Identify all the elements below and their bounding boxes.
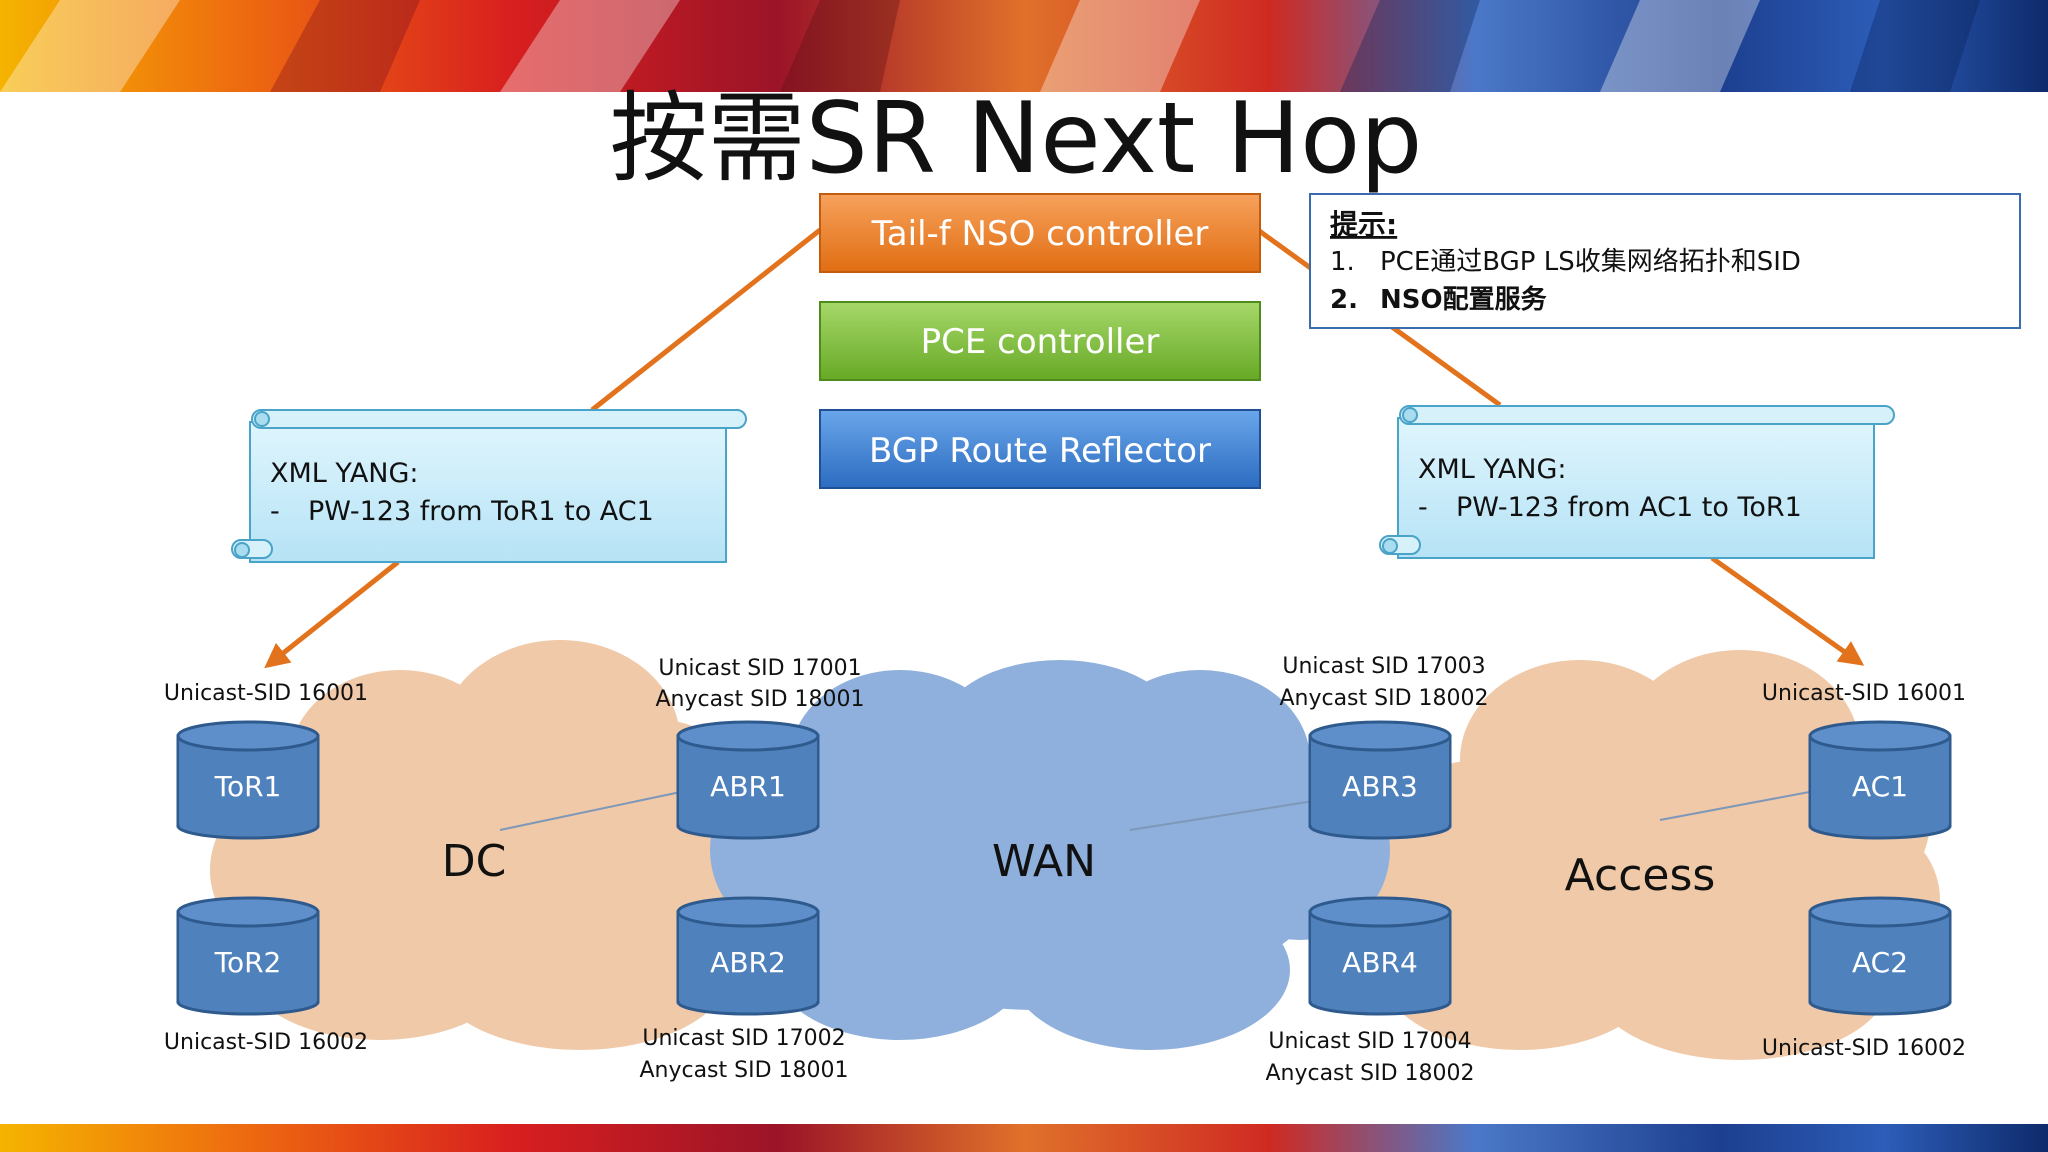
cloud-dc-label: DC — [442, 836, 507, 887]
router-tor2[interactable]: ToR2 — [176, 896, 320, 1016]
node-links — [499, 789, 1821, 831]
sid-abr2-anycast: Anycast SID 18001 — [639, 1058, 848, 1083]
hint-heading: 提示: — [1330, 208, 1397, 241]
bgp-route-reflector-box[interactable]: BGP Route Reflector — [819, 409, 1261, 489]
router-tor2-label: ToR2 — [214, 946, 282, 979]
pce-controller-label: PCE controller — [921, 322, 1160, 362]
router-ac1[interactable]: AC1 — [1808, 720, 1952, 840]
nso-controller-label: Tail-f NSO controller — [871, 214, 1209, 254]
router-abr4[interactable]: ABR4 — [1308, 896, 1452, 1016]
sid-abr1-anycast: Anycast SID 18001 — [655, 687, 864, 712]
hint-item-2-text: NSO配置服务 — [1380, 285, 1547, 315]
hint-item-1-text: PCE通过BGP LS收集网络拓扑和SID — [1380, 247, 1801, 277]
router-ac2[interactable]: AC2 — [1808, 896, 1952, 1016]
router-abr4-label: ABR4 — [1342, 946, 1418, 979]
arrow-to-tor1 — [264, 560, 400, 669]
router-abr3[interactable]: ABR3 — [1308, 720, 1452, 840]
router-tor1[interactable]: ToR1 — [176, 720, 320, 840]
scroll-right-line1: XML YANG: — [1418, 454, 1567, 485]
sid-tor2: Unicast-SID 16002 — [164, 1030, 368, 1055]
nso-controller-box[interactable]: Tail-f NSO controller — [819, 193, 1261, 273]
cloud-wan-label: WAN — [992, 836, 1096, 887]
hint-box: 提示: 1. PCE通过BGP LS收集网络拓扑和SID 2. NSO配置服务 — [1309, 193, 2021, 329]
sid-ac2: Unicast-SID 16002 — [1762, 1036, 1966, 1061]
arrow-to-ac1 — [1710, 555, 1865, 666]
router-abr1-label: ABR1 — [710, 770, 786, 803]
sid-tor1: Unicast-SID 16001 — [164, 681, 368, 706]
bottom-stripe — [0, 1124, 2048, 1152]
cloud-access-label: Access — [1565, 850, 1716, 901]
router-ac1-label: AC1 — [1852, 770, 1908, 803]
router-tor1-label: ToR1 — [214, 770, 282, 803]
sid-labels: Unicast-SID 16001 Unicast-SID 16002 Unic… — [164, 654, 1966, 1086]
scroll-right-line2: PW-123 from AC1 to ToR1 — [1456, 492, 1802, 523]
scroll-left: XML YANG: - PW-123 from ToR1 to AC1 — [231, 409, 747, 563]
scroll-right: XML YANG: - PW-123 from AC1 to ToR1 — [1379, 405, 1895, 559]
sid-abr4-anycast: Anycast SID 18002 — [1265, 1061, 1474, 1086]
top-stripe-pattern — [0, 0, 1980, 92]
hint-item-1-num: 1. — [1330, 247, 1355, 277]
scroll-left-dash: - — [270, 496, 280, 527]
line-nso-to-left-scroll — [590, 228, 822, 412]
scroll-left-line2: PW-123 from ToR1 to AC1 — [308, 496, 654, 527]
sid-abr4-unicast: Unicast SID 17004 — [1268, 1029, 1471, 1054]
sid-abr2-unicast: Unicast SID 17002 — [642, 1026, 845, 1051]
cloud-wan — [710, 660, 1390, 1050]
sid-abr3-anycast: Anycast SID 18002 — [1279, 686, 1488, 711]
router-abr3-label: ABR3 — [1342, 770, 1418, 803]
sid-ac1: Unicast-SID 16001 — [1762, 681, 1966, 706]
pce-controller-box[interactable]: PCE controller — [819, 301, 1261, 381]
scroll-right-dash: - — [1418, 492, 1428, 523]
sid-abr1-unicast: Unicast SID 17001 — [658, 656, 861, 681]
router-abr1[interactable]: ABR1 — [676, 720, 820, 840]
page-title: 按需SR Next Hop — [610, 82, 1423, 196]
hint-item-2-num: 2. — [1330, 285, 1358, 315]
router-abr2-label: ABR2 — [710, 946, 786, 979]
bgp-route-reflector-label: BGP Route Reflector — [869, 431, 1211, 471]
sid-abr3-unicast: Unicast SID 17003 — [1282, 654, 1485, 679]
scroll-left-line1: XML YANG: — [270, 458, 419, 489]
router-ac2-label: AC2 — [1852, 946, 1908, 979]
router-abr2[interactable]: ABR2 — [676, 896, 820, 1016]
top-stripe — [0, 0, 2048, 92]
